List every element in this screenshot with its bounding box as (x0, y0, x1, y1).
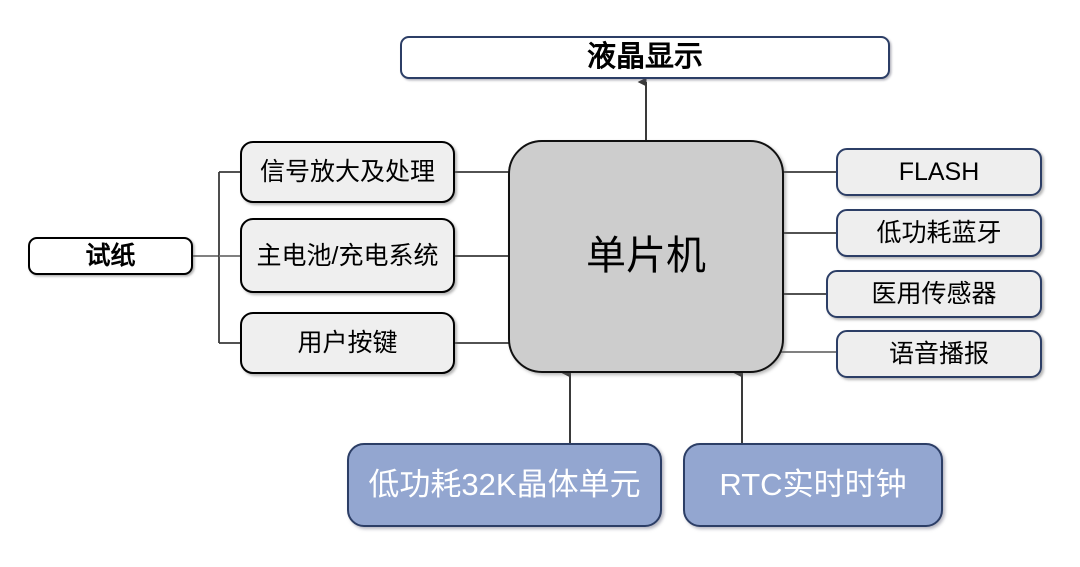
node-battery-charging-label: 主电池/充电系统 (256, 241, 439, 270)
node-test-strip[interactable]: 试纸 (28, 237, 193, 275)
node-mcu[interactable]: 单片机 (508, 140, 784, 373)
node-rtc-clock[interactable]: RTC实时时钟 (683, 443, 943, 527)
node-mcu-label: 单片机 (586, 234, 706, 279)
node-bluetooth-low-energy-label: 低功耗蓝牙 (876, 219, 1002, 247)
node-battery-charging[interactable]: 主电池/充电系统 (240, 218, 455, 293)
node-test-strip-label: 试纸 (85, 242, 136, 270)
node-signal-amplification-label: 信号放大及处理 (259, 158, 435, 186)
node-low-power-crystal[interactable]: 低功耗32K晶体单元 (347, 443, 662, 527)
node-signal-amplification[interactable]: 信号放大及处理 (240, 141, 455, 203)
node-medical-sensor-label: 医用传感器 (871, 280, 997, 308)
node-user-keys[interactable]: 用户按键 (240, 312, 455, 374)
node-voice-broadcast-label: 语音播报 (888, 340, 989, 368)
node-medical-sensor[interactable]: 医用传感器 (826, 270, 1042, 318)
node-rtc-clock-label: RTC实时时钟 (719, 466, 907, 502)
node-bluetooth-low-energy[interactable]: 低功耗蓝牙 (836, 209, 1042, 257)
node-flash-label: FLASH (898, 158, 980, 186)
node-voice-broadcast[interactable]: 语音播报 (836, 330, 1042, 378)
node-lcd-display-label: 液晶显示 (586, 41, 703, 74)
node-low-power-crystal-label: 低功耗32K晶体单元 (368, 466, 641, 502)
node-flash[interactable]: FLASH (836, 148, 1042, 196)
node-user-keys-label: 用户按键 (297, 329, 398, 357)
node-lcd-display[interactable]: 液晶显示 (400, 36, 890, 79)
